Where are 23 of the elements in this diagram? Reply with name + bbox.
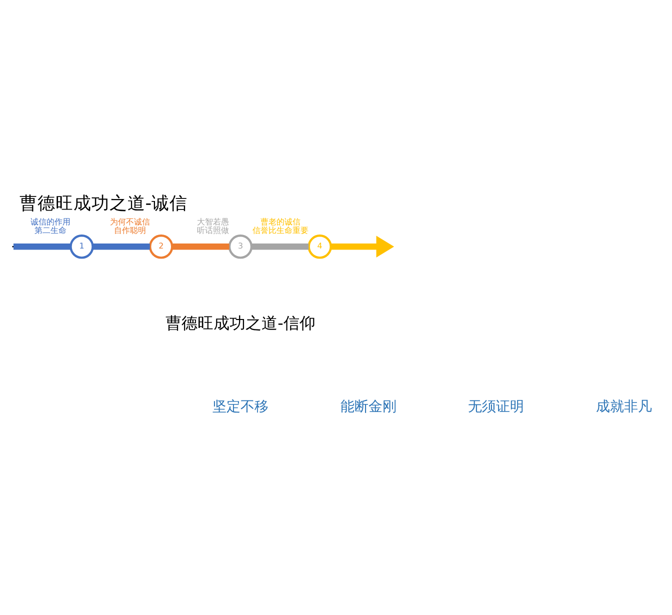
label: 能断金刚 bbox=[340, 398, 396, 415]
connector bbox=[92, 244, 150, 250]
node-circle: 1 bbox=[70, 234, 94, 259]
node-label: 大智若愚 bbox=[197, 217, 230, 226]
label: 成就非凡 bbox=[596, 398, 652, 415]
label: 无须证明 bbox=[468, 398, 524, 415]
node-label: 听话照做 bbox=[197, 226, 230, 236]
node-circle: 3 bbox=[228, 234, 253, 259]
label: 曹德旺成功之道-信仰 bbox=[166, 314, 316, 333]
diagram-title: 曹德旺成功之道-诚信 bbox=[19, 194, 188, 214]
connector bbox=[252, 244, 309, 250]
node-label: 为何不诚信 bbox=[110, 217, 150, 226]
node-label: 诚信的作用 bbox=[30, 217, 70, 226]
node-label: 第二生命 bbox=[34, 226, 66, 236]
node-circle: 4 bbox=[308, 234, 332, 259]
arrow bbox=[331, 236, 394, 258]
connector bbox=[13, 244, 71, 250]
label: 坚定不移 bbox=[212, 398, 268, 415]
node-circle: 2 bbox=[148, 234, 174, 259]
connector bbox=[172, 244, 230, 250]
node-label: 曹老的诚信 bbox=[260, 217, 301, 226]
node-label: 自作聪明 bbox=[114, 226, 146, 236]
node-label: 信誉比生命重要 bbox=[252, 226, 309, 236]
